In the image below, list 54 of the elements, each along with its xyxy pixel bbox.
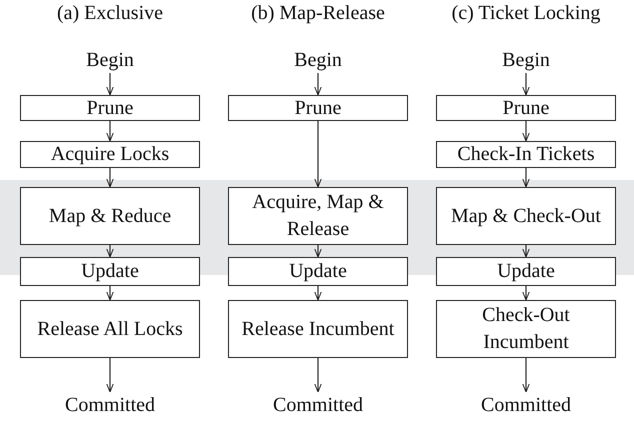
terminal-label: Committed xyxy=(20,392,200,418)
step-label: Update xyxy=(497,259,555,284)
terminal-label: Committed xyxy=(436,392,616,418)
process-box xyxy=(228,257,408,286)
arrow xyxy=(522,245,530,258)
process-box xyxy=(436,95,616,121)
step-label: Prune xyxy=(294,96,342,120)
process-box xyxy=(436,300,616,358)
step-label: Acquire Locks xyxy=(50,142,170,167)
arrow xyxy=(522,73,530,96)
process-box xyxy=(20,300,200,358)
step-label: Check-Out Incumbent xyxy=(481,303,571,355)
terminal-label: Begin xyxy=(436,47,616,73)
column-title: (b) Map-Release xyxy=(250,2,386,25)
step-label: Update xyxy=(81,259,139,284)
arrow xyxy=(522,286,530,300)
terminal-label: Committed xyxy=(228,392,408,418)
arrow xyxy=(522,358,530,392)
process-box xyxy=(20,95,200,121)
process-box xyxy=(20,141,200,168)
arrow xyxy=(106,168,114,188)
terminal-label: Begin xyxy=(20,47,200,73)
arrow xyxy=(522,168,530,188)
arrow xyxy=(314,73,322,96)
step-label: Release Incumbent xyxy=(242,316,394,342)
step-label: Map & Reduce xyxy=(48,204,172,228)
arrow xyxy=(106,286,114,300)
step-label: Prune xyxy=(502,96,550,120)
process-box xyxy=(436,257,616,286)
column-title: (a) Exclusive xyxy=(56,2,164,25)
column-title: (c) Ticket Locking xyxy=(450,2,602,25)
arrow xyxy=(314,286,322,300)
arrow xyxy=(314,358,322,392)
step-label: Release All Locks xyxy=(37,316,183,342)
process-box xyxy=(436,187,616,245)
arrow xyxy=(314,245,322,258)
process-box xyxy=(436,141,616,168)
step-label: Update xyxy=(289,259,347,284)
process-box xyxy=(20,257,200,286)
process-box xyxy=(228,95,408,121)
process-box xyxy=(228,300,408,358)
arrow xyxy=(106,121,114,142)
step-label: Map & Check-Out xyxy=(451,204,601,228)
step-label: Prune xyxy=(86,96,134,120)
process-box xyxy=(20,187,200,245)
step-label: Check-In Tickets xyxy=(457,142,595,167)
process-box xyxy=(228,187,408,245)
arrow xyxy=(106,73,114,96)
step-label: Acquire, Map & Release xyxy=(251,190,385,242)
arrow xyxy=(314,121,322,188)
arrow xyxy=(106,245,114,258)
arrow xyxy=(106,358,114,392)
arrow xyxy=(522,121,530,142)
terminal-label: Begin xyxy=(228,47,408,73)
